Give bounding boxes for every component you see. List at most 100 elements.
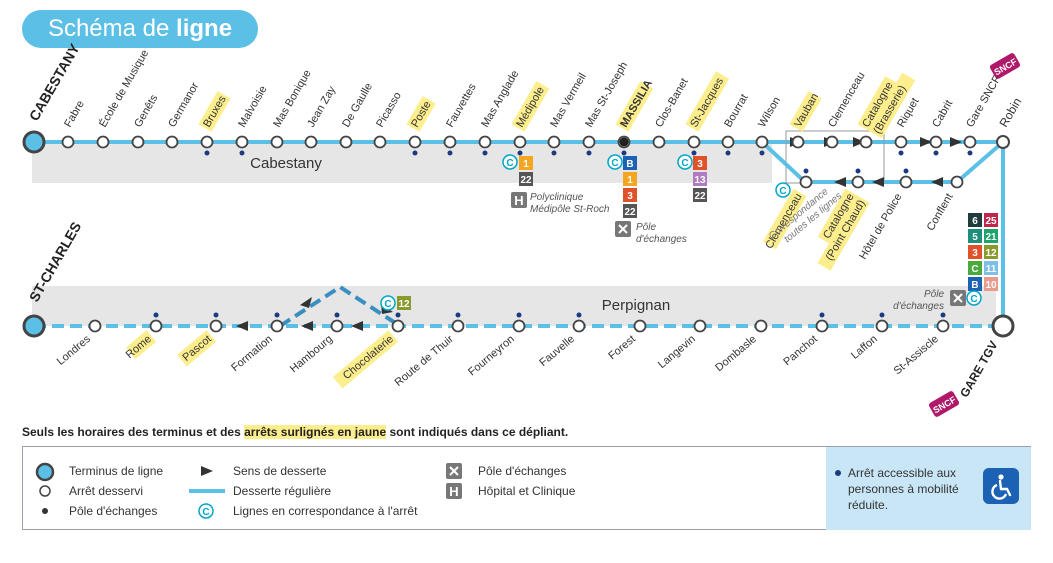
stop-marker [443,135,457,149]
line-badge-label: C [971,264,978,275]
stop-label: Vauban [789,91,822,132]
stop-label: Formation [229,333,275,374]
stop-marker [894,135,908,149]
stop-label: Genêts [132,92,160,129]
svg-text:C: C [611,158,618,169]
stop-name: Londres [55,333,94,368]
pole-dot [204,150,210,156]
direction-arrow [351,321,363,331]
stop-name: Mas Vermeil [548,71,589,129]
stop-jean-zay: Jean Zay [304,84,338,149]
line-badge-bg [968,277,982,291]
stop-name: Fauvettes [444,81,479,129]
stop-langevin: Langevin [656,319,707,371]
line-badge-bg [623,172,637,186]
line-badge-12: 12 [397,296,411,310]
legend-terminus: Terminus de ligne [69,464,164,478]
highlight-bg [511,81,550,132]
stop-name: Genêts [132,92,160,129]
legend-exchange-hub: Pôle d'échanges [478,464,567,478]
legend: Terminus de ligne Arrêt desservi Pôle d'… [22,446,1031,530]
stop-marker [799,175,813,189]
stop-label: Mas Vermeil [548,71,589,129]
hospital-legend-icon: H [446,483,462,499]
stop-name: De Gaulle [340,81,375,129]
legend-accessible: Arrêt accessible aux personnes à mobilit… [848,466,959,512]
direction-arrow [920,137,932,147]
line-badge-bg [984,245,998,259]
title-prefix: Schéma de [47,15,170,42]
line-badge-b: B [968,277,982,291]
line-badge-label: 1 [523,159,529,170]
stop-germanor: Germanor [165,80,202,149]
line-badge-label: 5 [972,232,978,243]
stop-cabrit: Cabrit [929,98,955,156]
stop-marker [859,135,873,149]
line-badge-bg [968,245,982,259]
stop-name: Laffon [849,333,880,362]
stop-marker [513,135,527,149]
stop-marker [330,319,344,333]
line-badge-11: 11 [984,261,998,275]
stop-label: Fabre [62,99,87,130]
correspondence-icon: C [607,154,623,170]
line-diagram: Cabestany Perpignan CABESTANY ST-CHARLES… [22,40,1024,417]
stop-marker [875,319,889,333]
line-badge-label: 3 [627,191,633,202]
line-badge-label: 12 [985,248,997,259]
stop-marker [304,135,318,149]
zone-label-cabestany: Cabestany [250,155,322,172]
stop-label: Pascot [177,330,217,367]
massilia-hub-dot [619,137,629,147]
line-badge-1: 1 [623,172,637,186]
stop-name: Bourrat [722,92,750,129]
stop-marker [899,175,913,189]
svg-text:C: C [384,299,391,310]
pole-dot [153,312,159,318]
stop-name: Picasso [374,90,404,129]
direction-legend-icon [201,466,213,476]
line-badge-label: 21 [985,232,997,243]
legend-hospital: Hôpital et Clinique [478,484,576,498]
stop-label: Cabrit [930,98,955,129]
stop-marker [963,135,977,149]
stop-label: Chocolaterie [332,330,399,389]
line-badge-label: 13 [694,175,706,186]
stop-picasso: Picasso [373,90,404,149]
stop-marker [478,135,492,149]
highlight-bg [868,72,916,139]
pole-dot [621,150,627,156]
pole-dot [576,312,582,318]
stop-name: Fabre [62,99,87,130]
line-badge-label: 22 [520,175,532,186]
pole-dot [586,150,592,156]
line-badge-13: 13 [693,172,707,186]
correspondence-icon: C [380,295,396,311]
line-badge-label: 10 [985,280,997,291]
pole-dot [725,150,731,156]
legend-direction: Sens de desserte [233,464,327,478]
stop-ecole-de-musique: École de Musique [96,47,151,149]
pole-dot [239,150,245,156]
pole-dot [759,150,765,156]
line-badge-25: 25 [984,213,998,227]
stop-label: Forest [606,333,638,362]
highlight-bg [817,195,870,271]
line-badge-3: 3 [623,188,637,202]
stop-marker [572,319,586,333]
stop-label: Dombasle [713,333,759,374]
highlight-bg [177,330,217,367]
stop-marker [391,319,405,333]
stop-marker [451,319,465,333]
stop-marker [235,135,249,149]
stop-marker [791,135,805,149]
terminus-marker-st-charles [22,314,46,338]
stop-label: St-Assiscle [892,333,941,377]
pole-dot [516,312,522,318]
correspondence-icon: C [775,182,791,198]
stop-marker [270,135,284,149]
stop-legend-icon [39,485,51,497]
stop-label: Clos-Banet [653,76,691,129]
line-badge-1: 1 [519,156,533,170]
